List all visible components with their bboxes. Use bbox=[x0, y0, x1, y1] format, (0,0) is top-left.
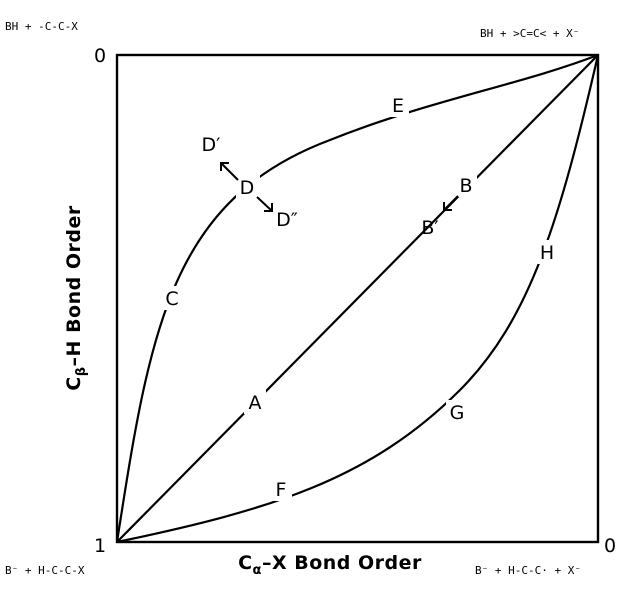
x-axis-label-main: C bbox=[238, 552, 252, 574]
arrow-b-to-b-prime bbox=[443, 195, 459, 211]
mask-a bbox=[244, 390, 266, 414]
x-axis-label-subscript: α bbox=[253, 563, 262, 578]
mask-h bbox=[536, 240, 558, 264]
label-f: F bbox=[276, 479, 287, 501]
x-axis-label: Cα–X Bond Order bbox=[238, 552, 422, 578]
mask-d bbox=[236, 175, 260, 199]
mask-e bbox=[387, 93, 409, 117]
label-a: A bbox=[249, 392, 262, 414]
structure-bottom-left: B⁻ + H-C-C-X bbox=[5, 564, 85, 577]
y-axis-label-group: Cβ–H Bond Order bbox=[63, 205, 89, 391]
y-axis-label: Cβ–H Bond Order bbox=[63, 205, 89, 391]
mask-b bbox=[455, 173, 477, 197]
label-g: G bbox=[450, 402, 465, 424]
label-d: D bbox=[240, 177, 255, 199]
mask-f bbox=[270, 477, 292, 501]
y-axis-label-subscript: β bbox=[74, 366, 89, 376]
label-e: E bbox=[392, 95, 404, 117]
plot-frame bbox=[115, 53, 600, 544]
corner-value-top-left: 0 bbox=[94, 45, 106, 67]
corner-value-bottom-right: 0 bbox=[604, 535, 616, 557]
label-b: B bbox=[459, 175, 472, 197]
label-c: C bbox=[165, 288, 178, 310]
structure-bottom-right: B⁻ + H-C-C· + X⁻ bbox=[475, 564, 581, 577]
mask-c bbox=[161, 286, 183, 310]
structure-top-left: BH + -C-C-X bbox=[5, 20, 78, 33]
arrow-d-to-d-double-prime bbox=[256, 196, 273, 212]
y-axis-label-main: C bbox=[63, 376, 85, 390]
curve-upper-ce bbox=[115, 53, 599, 543]
label-d-prime: D′ bbox=[202, 134, 221, 156]
curve-lower-fgh bbox=[116, 54, 600, 544]
corner-value-bottom-left: 1 bbox=[94, 535, 106, 557]
mask-g bbox=[446, 400, 468, 424]
label-b-prime: B′ bbox=[421, 217, 438, 239]
x-axis-label-rest: X Bond Order bbox=[272, 552, 422, 574]
structure-top-right: BH + >C=C< + X⁻ bbox=[480, 27, 579, 40]
curve-diagonal-ab bbox=[116, 54, 599, 543]
x-axis-label-bond-dash: – bbox=[262, 552, 272, 574]
label-h: H bbox=[540, 242, 554, 264]
arrow-d-to-d-prime bbox=[220, 162, 239, 181]
y-axis-label-rest: H Bond Order bbox=[63, 205, 85, 356]
label-d-double-prime: D″ bbox=[276, 209, 298, 231]
y-axis-label-bond-dash: – bbox=[63, 356, 85, 366]
